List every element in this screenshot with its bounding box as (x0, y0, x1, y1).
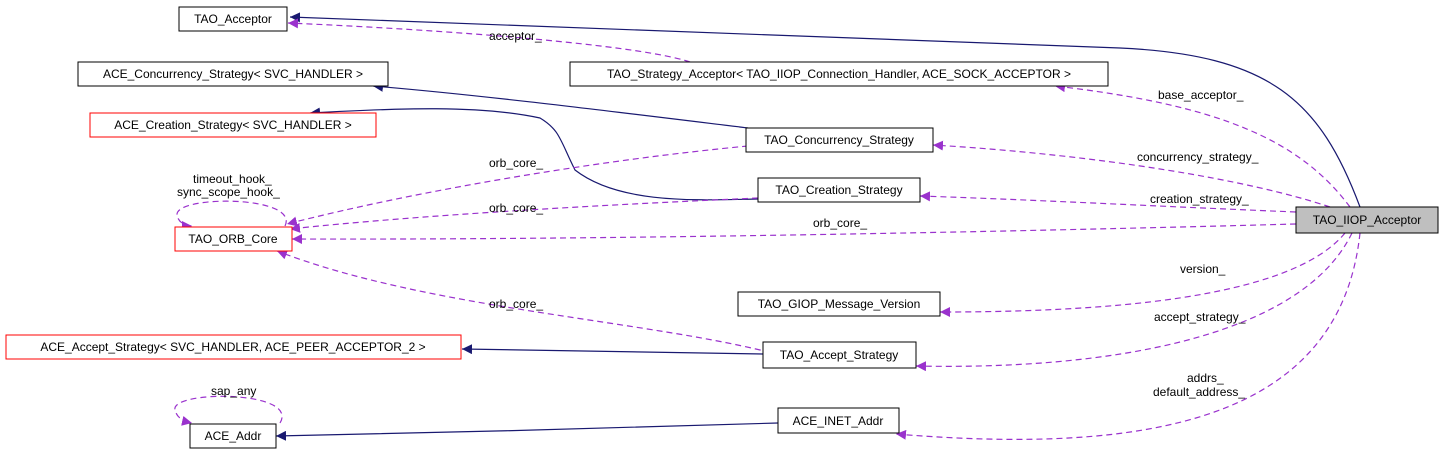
edge-accept-to-ace-accept (461, 344, 764, 355)
edge-inet-to-ace-addr (275, 422, 779, 441)
node-ace-addr[interactable]: ACE_Addr (189, 423, 277, 449)
edge-label-acceptor: acceptor_ (489, 29, 542, 43)
node-tao-orb-core[interactable]: TAO_ORB_Core (174, 226, 293, 252)
node-tao-iiop-acceptor[interactable]: TAO_IIOP_Acceptor (1295, 206, 1439, 234)
edge-addrs (895, 232, 1361, 440)
edge-label-timeout-hook: timeout_hook_ (193, 172, 272, 186)
node-label: TAO_Acceptor (194, 12, 272, 26)
node-tao-accept-strategy[interactable]: TAO_Accept_Strategy (762, 341, 917, 369)
node-label: TAO_Concurrency_Strategy (764, 133, 914, 147)
edge-label-orb-core-iiop: orb_core_ (813, 216, 867, 230)
edge-acceptor (287, 18, 691, 63)
node-label: ACE_Accept_Strategy< SVC_HANDLER, ACE_PE… (40, 340, 425, 354)
node-label: TAO_Creation_Strategy (775, 183, 902, 197)
edge-label-default-address: default_address_ (1153, 385, 1245, 399)
edge-orb-core-iiop (291, 223, 1297, 245)
node-label: TAO_GIOP_Message_Version (758, 297, 921, 311)
edge-label-creation-strategy: creation_strategy_ (1150, 192, 1249, 206)
edge-label-orb-core-concurrency: orb_core_ (489, 156, 543, 170)
edge-label-accept-strategy: accept_strategy_ (1154, 310, 1246, 324)
node-label: TAO_Strategy_Acceptor< TAO_IIOP_Connecti… (607, 67, 1071, 81)
edge-concurrency-strategy (932, 140, 1331, 208)
node-label: ACE_Addr (205, 429, 262, 443)
node-tao-creation-strategy[interactable]: TAO_Creation_Strategy (757, 177, 921, 203)
node-label: TAO_ORB_Core (188, 232, 277, 246)
node-ace-creation-strategy[interactable]: ACE_Creation_Strategy< SVC_HANDLER > (89, 112, 377, 138)
edge-self-orb-core (176, 200, 287, 231)
edge-label-sap-any: sap_any (211, 384, 256, 398)
node-label: ACE_INET_Addr (793, 414, 884, 428)
edge-label-base-acceptor: base_acceptor_ (1158, 88, 1244, 102)
edge-orb-core-accept (276, 249, 781, 356)
node-ace-inet-addr[interactable]: ACE_INET_Addr (777, 407, 900, 434)
node-ace-accept-strategy[interactable]: ACE_Accept_Strategy< SVC_HANDLER, ACE_PE… (5, 334, 462, 360)
edge-label-orb-core-accept: orb_core_ (489, 297, 543, 311)
edge-version (939, 232, 1346, 317)
edge-creation-to-ace-creation (309, 107, 759, 201)
node-label: ACE_Creation_Strategy< SVC_HANDLER > (114, 118, 351, 132)
edge-concurrency-to-ace-concurrency (372, 81, 749, 129)
edge-label-addrs: addrs_ (1187, 371, 1224, 385)
node-label: ACE_Concurrency_Strategy< SVC_HANDLER > (103, 67, 363, 81)
node-tao-acceptor[interactable]: TAO_Acceptor (178, 6, 288, 32)
node-tao-giop-message-version[interactable]: TAO_GIOP_Message_Version (737, 291, 941, 317)
edge-iiop-to-tao-acceptor (289, 12, 1361, 208)
edge-label-orb-core-creation: orb_core_ (489, 201, 543, 215)
edge-accept-strategy (915, 232, 1353, 372)
edge-orb-core-creation (289, 197, 759, 233)
node-label: TAO_IIOP_Acceptor (1313, 213, 1422, 227)
node-tao-concurrency-strategy[interactable]: TAO_Concurrency_Strategy (745, 127, 934, 153)
node-ace-concurrency-strategy[interactable]: ACE_Concurrency_Strategy< SVC_HANDLER > (77, 61, 389, 87)
edge-label-version: version_ (1180, 262, 1226, 276)
edge-label-concurrency-strategy: concurrency_strategy_ (1137, 150, 1259, 164)
edge-label-sync-scope-hook: sync_scope_hook_ (177, 185, 280, 199)
edge-orb-core-concurrency (286, 145, 749, 227)
node-tao-strategy-acceptor[interactable]: TAO_Strategy_Acceptor< TAO_IIOP_Connecti… (569, 61, 1109, 87)
edge-self-sap-any (174, 395, 283, 426)
node-label: TAO_Accept_Strategy (780, 348, 899, 362)
edge-base-acceptor (1054, 82, 1351, 208)
